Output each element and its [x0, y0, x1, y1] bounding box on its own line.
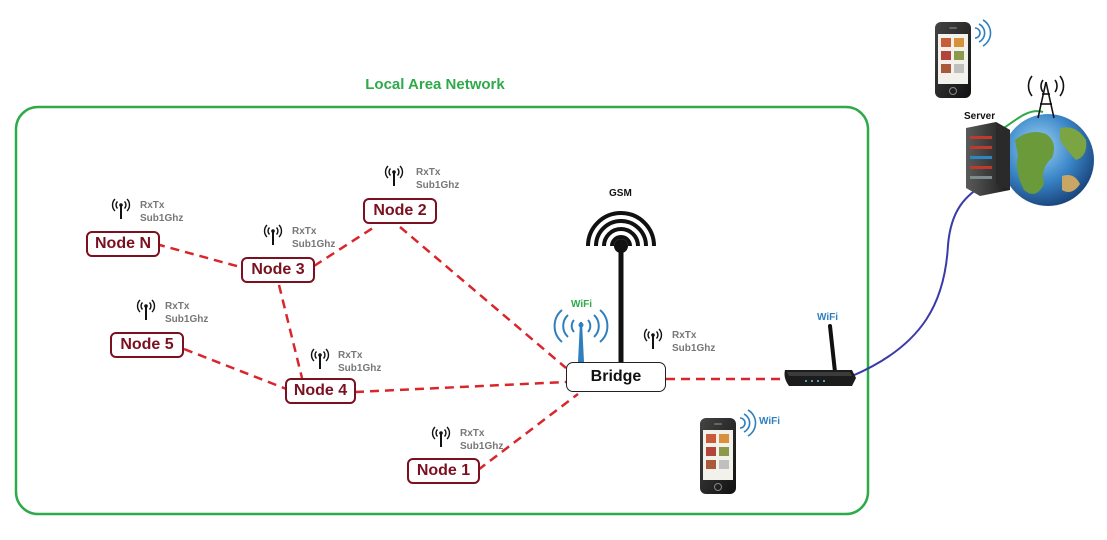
link-node2-bridge	[399, 226, 567, 369]
phone-wifi-waves-icon	[739, 409, 757, 437]
radio-antenna-icon	[431, 426, 451, 448]
radio-antenna-icon	[136, 299, 156, 321]
server-label: Server	[964, 111, 996, 122]
link-noden-node3	[155, 242, 245, 270]
phone-wifi-label: WiFi	[759, 416, 781, 427]
link-node1-bridge	[477, 393, 579, 471]
lan-title: Local Area Network	[365, 76, 505, 93]
link-node5-node4	[183, 347, 290, 392]
smartphone-icon	[934, 21, 972, 99]
bridge-wifi-label: WiFi	[571, 299, 593, 310]
lan-boundary	[14, 105, 870, 516]
radio-antenna-icon	[111, 198, 131, 220]
wifi-router-icon	[784, 324, 856, 386]
radio-antenna-icon	[310, 348, 330, 370]
node-1[interactable]: Node 1	[407, 458, 480, 484]
router-server-link	[851, 181, 989, 377]
cell-tower-icon	[1027, 75, 1065, 119]
link-node4-bridge	[354, 380, 567, 394]
node-n[interactable]: Node N	[86, 231, 160, 257]
gsm-label: GSM	[609, 188, 632, 199]
mesh-links	[155, 224, 784, 471]
node-2[interactable]: Node 2	[363, 198, 437, 224]
link-node3-node2	[313, 224, 377, 268]
globe-icon	[1002, 114, 1094, 206]
radio-antenna-icon	[384, 165, 404, 187]
smartphone-icon	[699, 417, 737, 495]
bridge[interactable]: Bridge	[566, 362, 666, 392]
gsm-antenna-icon	[586, 211, 656, 362]
node-4[interactable]: Node 4	[285, 378, 356, 404]
phone-signal-waves-icon	[974, 19, 992, 47]
radio-antenna-icon	[263, 224, 283, 246]
wifi-antenna-icon	[553, 309, 609, 362]
node-5[interactable]: Node 5	[110, 332, 184, 358]
server-icon	[966, 122, 1010, 196]
node-3[interactable]: Node 3	[241, 257, 315, 283]
radio-antenna-icon	[643, 328, 663, 350]
router-wifi-label: WiFi	[817, 312, 839, 323]
link-node3-node4	[277, 284, 304, 379]
